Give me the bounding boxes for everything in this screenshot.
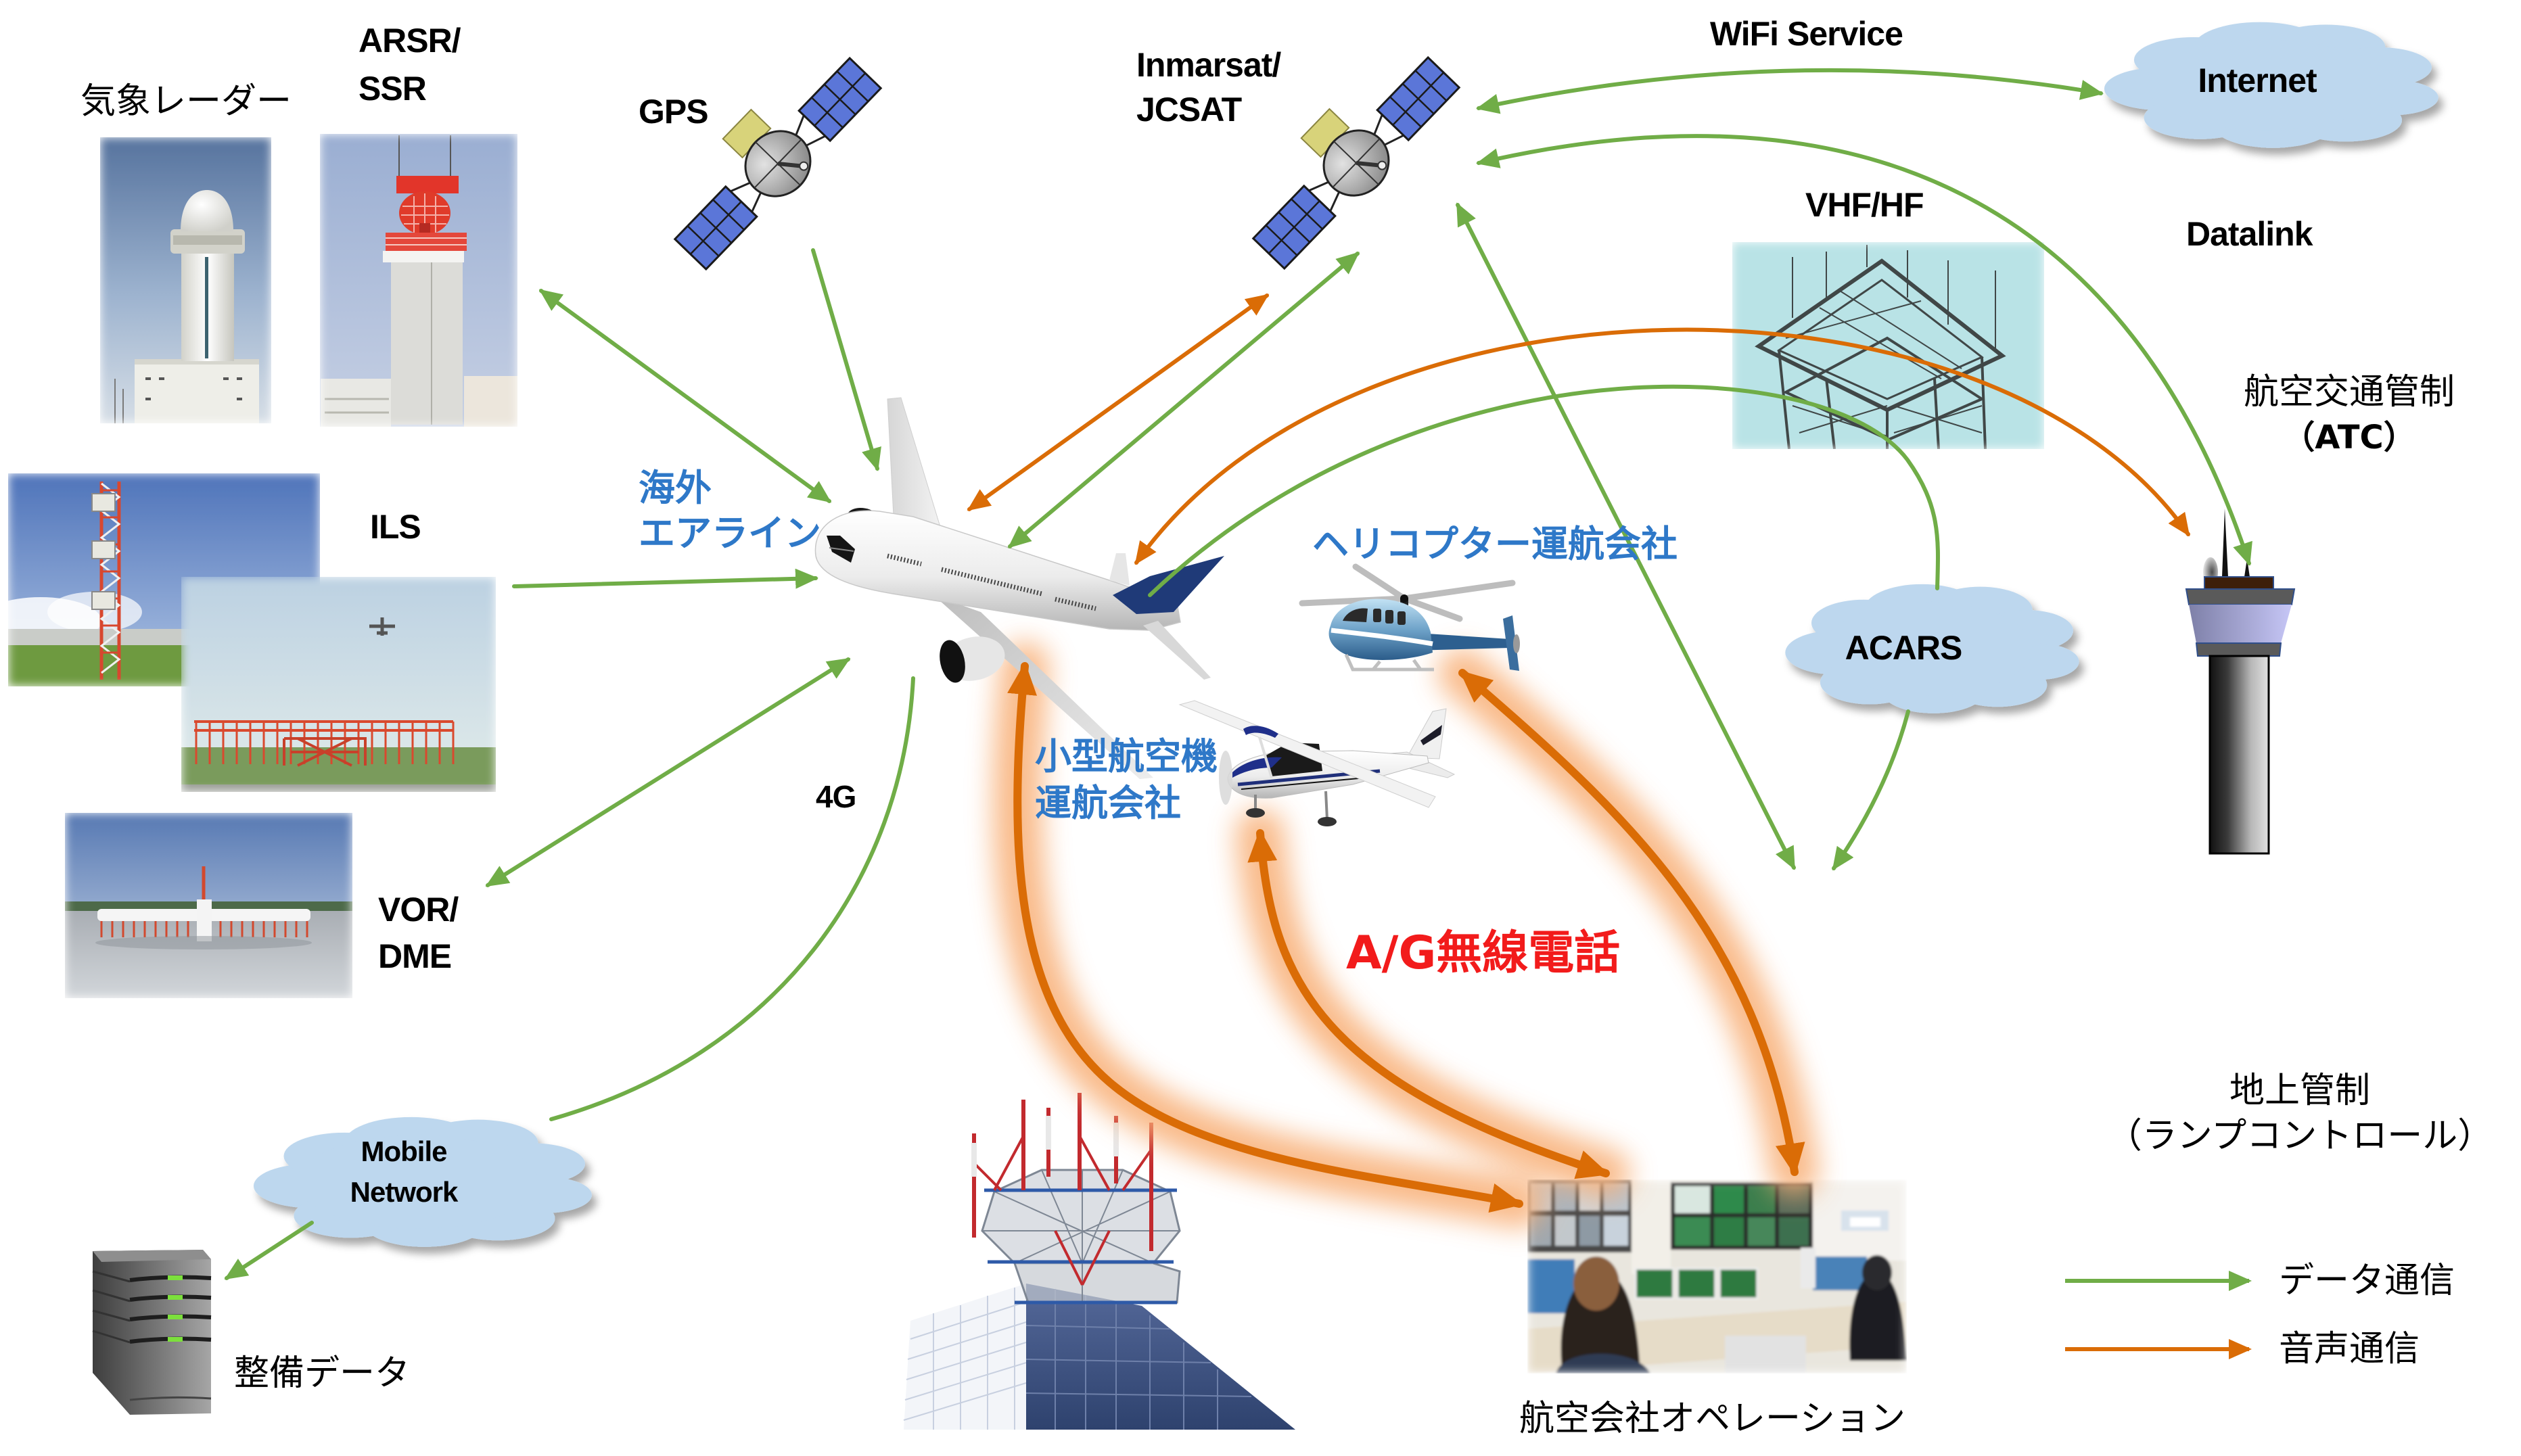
arrow-vor-airliner [485,657,851,887]
arsr-ssr-label-line1: ARSR/ [359,22,461,60]
mobile-network-label-line2: Network [350,1176,459,1208]
datalink-label: Datalink [2186,215,2313,253]
inmarsat-jcsat-label-line2: JCSAT [1136,91,1242,128]
weather-radar-label: 気象レーダー [80,81,292,122]
ground-control-label-line2: （ランプコントロール） [2106,1116,2493,1156]
atc-label-line2: （ATC） [2282,419,2416,456]
ag-radio-label: A/G無線電話 [1346,926,1621,980]
arsr-ssr-label: ARSR/ SSR [359,17,461,113]
legend-voice-label: 音声通信 [2279,1329,2420,1369]
arrow-inmarsat-airliner-voice [967,293,1270,511]
atc-label-line1: 航空交通管制 [2243,372,2455,413]
ils-label: ILS [370,508,421,546]
vor-dme-label-line1: VOR/ [378,891,459,929]
arsr-ssr-label-line2: SSR [359,70,427,108]
arrow-ag-helicopter-operations [1458,669,1805,1176]
gps-satellite-icon [649,34,887,276]
arrow-acars-operations [1832,709,1910,871]
small-aircraft-operator-label: 小型航空機 運航会社 [1035,733,1218,826]
airline-operations-label: 航空会社オペレーション [1519,1399,1905,1439]
arsr-ssr-photo [320,134,517,427]
weather-radar-photo [100,137,271,423]
arrow-vhf-airliner-atc [1134,327,2190,565]
small-aircraft-operator-label-line1: 小型航空機 [1035,735,1218,778]
airline-operations-photo [1527,1179,1907,1373]
small-aircraft-operator-label-line2: 運航会社 [1035,782,1181,824]
maintenance-data-label: 整備データ [234,1353,411,1394]
small-aircraft-icon [1178,700,1456,826]
server-icon [92,1250,212,1415]
arrow-arsr-airliner [538,289,832,503]
helicopter-icon [1299,563,1520,672]
ils-glideslope-photo [181,577,496,792]
gps-label: GPS [639,93,709,131]
overseas-airline-label-line2: エアライン [639,512,821,555]
4g-label: 4G [816,779,856,814]
mobile-network-label: Mobile Network [269,1131,539,1213]
arrow-mobile-network-server [224,1221,314,1280]
internet-label: Internet [2198,62,2317,99]
acars-label: ACARS [1845,629,1963,667]
ground-control-label: 地上管制 （ランプコントロール） [2097,1068,2503,1159]
vhf-hf-antenna-photo [1732,242,2044,449]
atc-tower-icon [2185,509,2296,855]
ground-control-label-line1: 地上管制 [2229,1071,2370,1111]
overseas-airline-label: 海外 エアライン [639,465,821,556]
vhf-hf-label: VHF/HF [1805,186,1924,224]
vor-dme-photo [65,813,352,998]
overseas-airline-label-line1: 海外 [639,467,712,509]
atc-label: 航空交通管制 （ATC） [2214,370,2484,461]
inmarsat-jcsat-label: Inmarsat/ JCSAT [1136,43,1281,132]
mobile-network-label-line1: Mobile [361,1135,448,1167]
vor-dme-label-line2: DME [378,937,452,975]
helicopter-operator-label: ヘリコプター運航会社 [1312,523,1678,565]
arrow-inmarsat-airliner-data [1007,252,1360,548]
wifi-service-label: WiFi Service [1710,15,1903,53]
vor-dme-label: VOR/ DME [378,887,459,980]
arrow-datalink-atc [1476,134,2252,566]
arrow-gps-airliner [811,248,881,471]
legend-data-label: データ通信 [2279,1261,2455,1301]
inmarsat-jcsat-label-line1: Inmarsat/ [1136,46,1281,84]
arrow-wifi-service-internet [1476,68,2104,114]
line-4g-mobile-network [549,676,915,1121]
arrow-ils-airliner [512,568,818,589]
